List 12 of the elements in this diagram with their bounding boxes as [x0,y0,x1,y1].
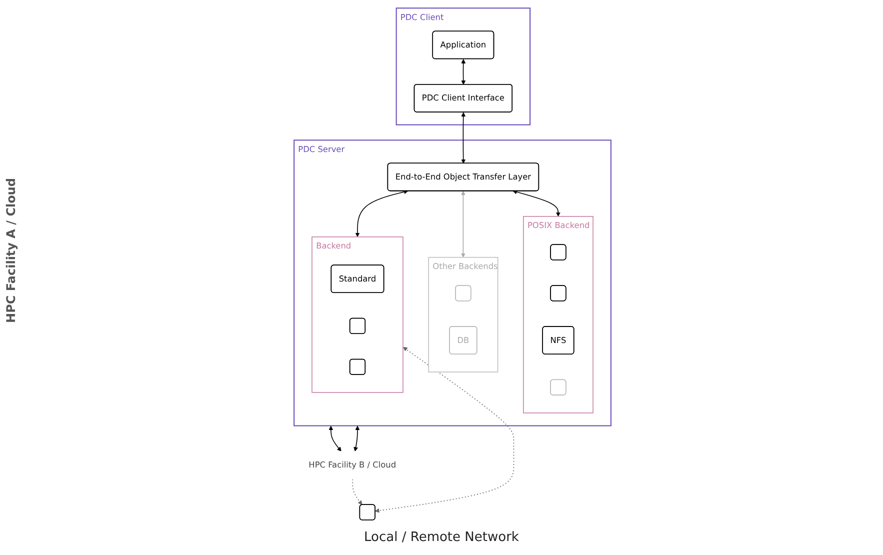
arrow [460,190,466,258]
node-text: HPC Facility B / Cloud [308,460,396,470]
arrow [374,346,514,513]
region-label: Local / Remote Network [364,530,519,545]
arrow [461,59,466,85]
arrow [461,112,466,164]
arrow [328,426,342,452]
arrow [354,426,360,452]
arrow [512,190,560,217]
region-label: HPC Facility A / Cloud [4,178,18,322]
arrow [355,190,408,238]
arrow [352,478,362,506]
